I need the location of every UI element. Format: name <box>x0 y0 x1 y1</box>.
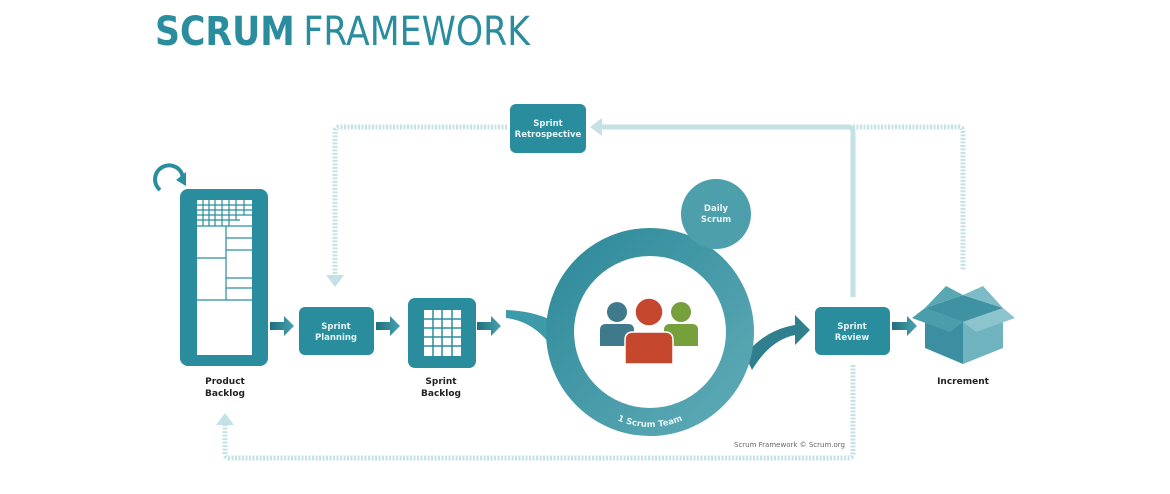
product-backlog-label-2: Backlog <box>205 389 245 399</box>
review-to-retro-line <box>600 124 856 297</box>
sprint-retrospective-label-1: Sprint <box>533 119 562 129</box>
sprint-cycle: Daily Scrum 1 Scrum Team <box>546 179 754 436</box>
sprint-review: Sprint Review <box>815 307 890 355</box>
sprint-backlog: Sprint Backlog <box>408 298 476 399</box>
title-regular: FRAMEWORK <box>303 9 531 55</box>
credit-text: Scrum Framework © Scrum.org <box>734 441 845 449</box>
sprint-planning: Sprint Planning <box>299 307 374 355</box>
arrow-out-of-sprint <box>745 315 810 370</box>
arrow-planning-to-sprint-backlog <box>376 316 400 336</box>
sprint-review-label-1: Sprint <box>837 322 866 332</box>
sprint-backlog-label-2: Backlog <box>421 389 461 399</box>
daily-scrum-label-2: Scrum <box>701 215 731 225</box>
open-box-icon <box>912 286 1015 364</box>
product-backlog-label-1: Product <box>205 377 245 387</box>
title-bold: SCRUM <box>155 9 295 55</box>
sprint-retrospective: Sprint Retrospective <box>510 104 586 153</box>
sprint-planning-label-2: Planning <box>315 333 357 343</box>
arrowhead-retro <box>590 118 602 136</box>
team-people-icon <box>600 297 698 365</box>
increment-label: Increment <box>937 377 990 387</box>
arrow-backlog-to-planning <box>270 316 294 336</box>
sprint-review-label-2: Review <box>835 333 870 343</box>
refresh-cycle-icon <box>153 163 185 192</box>
retro-to-planning-line <box>332 124 507 275</box>
increment-to-retro-line <box>853 124 966 270</box>
arrowhead-planning <box>326 275 344 287</box>
feedback-lines <box>222 124 966 461</box>
sprint-retrospective-label-2: Retrospective <box>515 130 582 140</box>
increment: Increment <box>912 286 1015 387</box>
page-title: SCRUMFRAMEWORK <box>155 9 532 55</box>
sprint-planning-label-1: Sprint <box>321 322 350 332</box>
arrow-review-to-increment <box>892 316 917 336</box>
sprint-backlog-label-1: Sprint <box>425 377 457 387</box>
product-backlog: Product Backlog <box>153 163 268 399</box>
daily-scrum-label-1: Daily <box>704 204 729 214</box>
arrowhead-backlog <box>216 413 234 425</box>
arrow-sprint-backlog-to-sprint <box>477 316 501 336</box>
daily-scrum-circle <box>681 179 751 249</box>
